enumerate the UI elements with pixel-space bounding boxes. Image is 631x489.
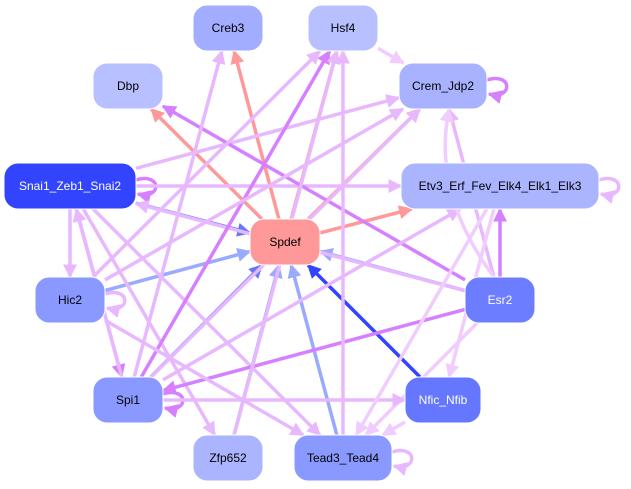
edge-snai1_zeb1_snai2-to-crem_jdp2 [135,94,401,170]
node-dbp[interactable]: Dbp [92,62,164,110]
node-box [398,62,488,110]
node-label: Esr2 [488,293,513,307]
edge-nfic_nfib-to-spdef [306,263,422,379]
node-box [400,162,600,210]
edge-hsf4-to-crem_jdp2 [377,46,405,65]
edge-esr2-to-spi1 [161,307,466,395]
node-box [293,434,393,482]
node-label: Dbp [117,79,139,93]
node-box [192,434,264,482]
edge-spi1-to-etv3 [162,207,462,382]
edge-hic2-to-tead3_tead4 [104,318,305,437]
node-label: Crem_Jdp2 [412,79,474,93]
node-nfic_nfib[interactable]: Nfic_Nfib [404,376,482,424]
edge-etv3-to-tead3_tead4 [354,208,489,437]
node-hsf4[interactable]: Hsf4 [307,4,379,52]
node-box [34,276,106,324]
node-snai1_zeb1_snai2[interactable]: Snai1_Zeb1_Snai2 [3,162,137,210]
node-label: Hic2 [58,293,82,307]
node-box [92,376,164,424]
node-label: Snai1_Zeb1_Snai2 [19,179,121,193]
edge-hic2-to-spdef [104,247,252,293]
node-box [249,218,321,266]
node-label: Spi1 [116,393,140,407]
edge-esr2-to-dbp [161,104,466,282]
node-hic2[interactable]: Hic2 [34,276,106,324]
edge-spi1-to-creb3 [132,49,226,378]
node-label: Zfp652 [209,451,247,465]
node-spdef[interactable]: Spdef [249,218,321,266]
edge-nfic_nfib-to-tead3_tead4 [381,420,406,437]
node-box [404,376,482,424]
node-box [92,62,164,110]
node-esr2[interactable]: Esr2 [464,276,536,324]
node-etv3[interactable]: Etv3_Erf_Fev_Elk4_Elk1_Elk3 [400,162,600,210]
node-spi1[interactable]: Spi1 [92,376,164,424]
edge-tead3_tead4-to-tead3_tead4 [391,448,414,476]
node-label: Spdef [269,235,301,249]
node-box [192,4,264,52]
node-crem_jdp2[interactable]: Crem_Jdp2 [398,62,488,110]
edge-hic2-to-hic2 [104,290,127,318]
node-creb3[interactable]: Creb3 [192,4,264,52]
node-label: Creb3 [212,21,245,35]
node-label: Etv3_Erf_Fev_Elk4_Elk1_Elk3 [419,179,582,193]
node-label: Tead3_Tead4 [307,451,379,465]
node-box [464,276,536,324]
node-box [3,162,137,210]
node-box [307,4,379,52]
node-label: Hsf4 [331,21,356,35]
edge-hic2-to-hsf4 [91,49,322,279]
edges-layer [63,46,621,476]
node-label: Nfic_Nfib [419,393,468,407]
node-zfp652[interactable]: Zfp652 [192,434,264,482]
edge-crem_jdp2-to-crem_jdp2 [486,76,509,104]
edge-spi1-to-hsf4 [139,49,332,378]
edge-etv3-to-etv3 [598,176,621,204]
node-tead3_tead4[interactable]: Tead3_Tead4 [293,434,393,482]
edge-hic2-to-crem_jdp2 [104,107,405,282]
